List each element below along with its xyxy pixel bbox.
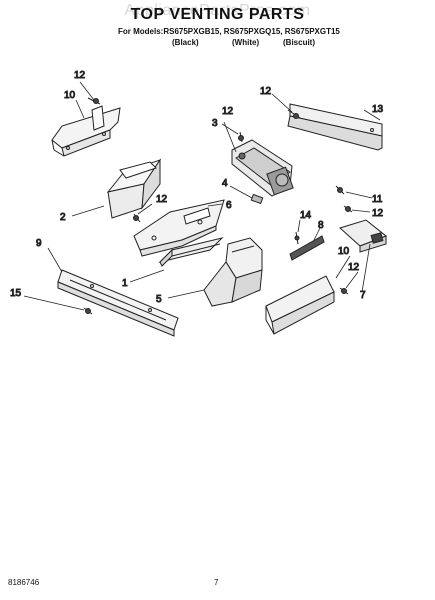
callout-8: 8: [318, 220, 324, 231]
screw-12-lower-right: [339, 287, 349, 295]
screw-11: [335, 185, 345, 195]
callout-2: 2: [60, 212, 66, 223]
callout-5: 5: [156, 294, 162, 305]
callout-6: 6: [226, 200, 232, 211]
callout-10: 10: [64, 90, 76, 101]
leader-lines: [23, 81, 381, 311]
part-10-left-bracket: [51, 105, 121, 157]
callout-3: 3: [212, 118, 218, 129]
page-number: 7: [214, 578, 219, 587]
callout-13: 13: [372, 104, 384, 115]
part-13-top-rail: [287, 103, 383, 151]
screw-12-top-right: [287, 109, 301, 119]
callout-1: 1: [122, 278, 128, 289]
part-6-plate: [133, 199, 225, 257]
screw-12-mid-left: [133, 213, 141, 223]
models-line: For Models:RS675PXGB15, RS675PXGQ15, RS6…: [118, 27, 340, 36]
part-8-terminal-block: [289, 235, 325, 261]
callout-11: 11: [372, 194, 383, 205]
callout-12: 12: [348, 262, 360, 273]
callout-12: 12: [156, 194, 168, 205]
color-black-label: (Black): [172, 38, 199, 47]
screw-15: [83, 307, 93, 315]
doc-number: 8186746: [8, 578, 40, 587]
part-7-right-bracket: [339, 219, 387, 253]
callout-9: 9: [36, 238, 42, 249]
screw-12-right: [343, 205, 353, 213]
screw-12-top-left: [87, 97, 101, 105]
callout-4: 4: [222, 178, 228, 189]
color-biscuit-label: (Biscuit): [283, 38, 315, 47]
color-white-label: (White): [232, 38, 260, 47]
callout-14: 14: [300, 210, 312, 221]
watermark: AppliancePartsPros.com: [124, 2, 311, 19]
part-9-rail: [57, 269, 179, 337]
part-5-deflector: [203, 237, 263, 307]
part-2-duct: [106, 158, 162, 219]
callout-10: 10: [338, 246, 350, 257]
callout-15: 15: [10, 288, 22, 299]
screw-12-top-center: [238, 131, 244, 143]
part-4-small-bracket: [250, 193, 264, 205]
callout-7: 7: [360, 290, 366, 301]
callout-12: 12: [222, 106, 234, 117]
callout-12: 12: [260, 86, 272, 97]
part-3-fan-assembly: [231, 139, 294, 197]
callout-12: 12: [74, 70, 86, 81]
part-1-slat: [158, 237, 224, 267]
callout-12: 12: [372, 208, 384, 219]
part-10-right-panel: [265, 275, 335, 335]
page-title: TOP VENTING PARTS: [130, 6, 305, 23]
part-14-screw: [294, 231, 300, 245]
